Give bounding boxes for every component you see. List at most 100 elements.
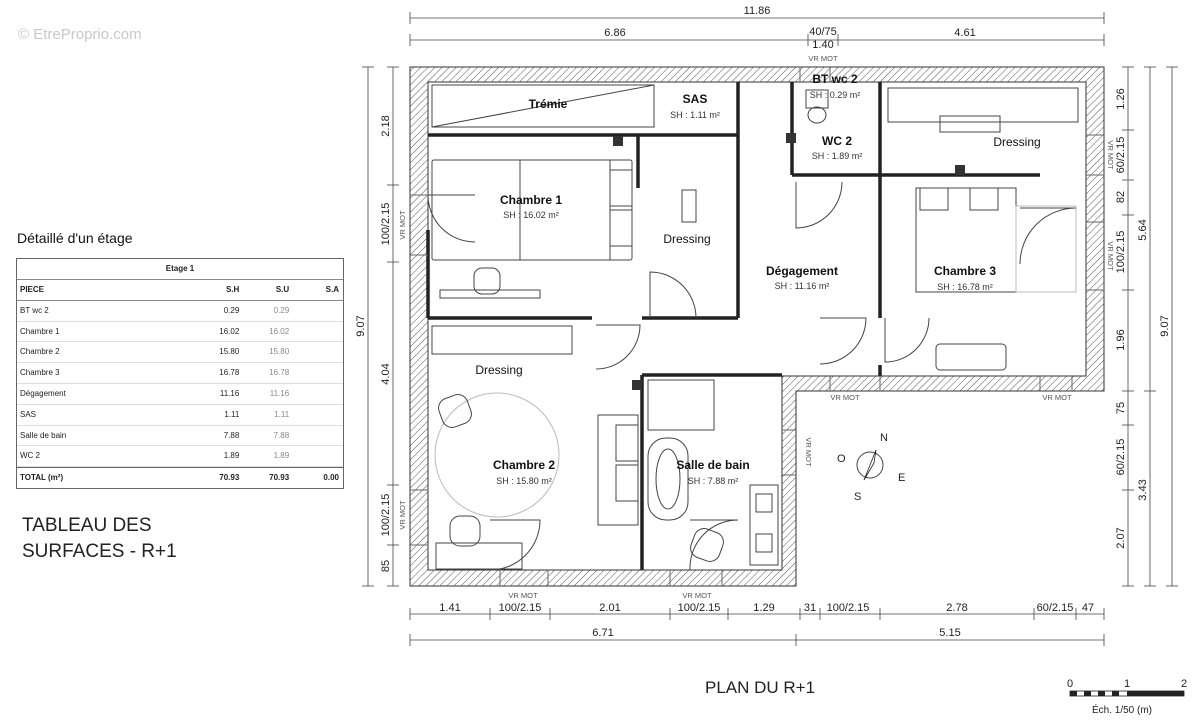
col-header-su: S.U [275, 285, 290, 294]
caption-line-2: SURFACES - R+1 [22, 541, 177, 562]
label-sas: SAS [683, 92, 708, 106]
dim-left-inner: 4.04 [380, 363, 392, 384]
cell-su: 16.78 [269, 368, 290, 378]
cell-piece: Chambre 3 [20, 368, 60, 378]
vr-mot-labels: VR MOT VR MOT VR MOT VR MOT VR MOT VR MO… [398, 54, 1115, 600]
label-dressing-mid: Dressing [663, 232, 710, 246]
dim-bottom-total-right: 5.15 [939, 627, 960, 639]
dim-right-inner: 2.07 [1115, 527, 1127, 548]
dim-bottom: 60/2.15 [1037, 602, 1074, 614]
cell-sh: 7.88 [223, 430, 240, 440]
dim-bottom: 100/2.15 [827, 602, 870, 614]
area-degagement: SH : 11.16 m² [775, 281, 830, 291]
windows [410, 67, 1104, 586]
dim-top-right: 4.61 [954, 27, 975, 39]
label-btwc: BT wc 2 [812, 72, 858, 86]
area-chambre1: SH : 16.02 m² [503, 210, 559, 220]
cell-piece: Dégagement [20, 388, 66, 398]
dim-bottom-total-left: 6.71 [592, 627, 613, 639]
dim-bottom: 2.01 [599, 602, 620, 614]
cell-sh: 16.78 [219, 368, 240, 378]
dim-right-inner: 75 [1115, 402, 1127, 414]
col-header-sh: S.H [225, 285, 240, 294]
table-title: Etage 1 [17, 259, 343, 280]
area-chambre2: SH : 15.80 m² [496, 476, 552, 486]
plan-title: PLAN DU R+1 [705, 678, 816, 697]
area-wc2: SH : 1.89 m² [812, 151, 863, 161]
compass-s: S [854, 491, 861, 503]
dim-bottom: 47 [1082, 602, 1094, 614]
vr-label: VR MOT [1042, 393, 1072, 402]
compass-e: E [898, 472, 905, 484]
area-chambre3: SH : 16.78 m² [937, 282, 993, 292]
label-sdb: Salle de bain [676, 458, 749, 472]
cell-piece: WC 2 [20, 451, 40, 461]
vr-label: VR MOT [1106, 241, 1115, 271]
dim-left-outer: 9.07 [355, 315, 367, 336]
cell-sh: 15.80 [219, 347, 240, 357]
col-header-sa: S.A [325, 285, 339, 294]
interior-walls [426, 82, 1040, 570]
cell-sh: 1.11 [224, 409, 240, 419]
area-sas: SH : 1.11 m² [670, 110, 720, 120]
table-row: Chambre 3 16.78 16.78 [17, 363, 343, 384]
dim-top-mid2: 1.40 [812, 39, 833, 51]
dim-top-mid1: 40/75 [809, 26, 837, 38]
vr-label: VR MOT [682, 591, 712, 600]
dim-right-inner: 60/2.15 [1115, 439, 1127, 476]
scale-tick-1: 1 [1124, 678, 1130, 690]
table-header-row: PIECE S.H S.U S.A [17, 280, 343, 301]
cell-su: 16.02 [269, 326, 290, 336]
caption-line-1: TABLEAU DES [22, 515, 152, 536]
compass: N E S O [837, 432, 905, 503]
watermark: © EtreProprio.com [18, 26, 142, 43]
vr-label: VR MOT [508, 591, 538, 600]
cell-sh: 11.16 [219, 388, 240, 398]
cell-piece: TOTAL (m²) [20, 473, 64, 483]
cell-su: 0.29 [273, 305, 290, 315]
surfaces-caption: TABLEAU DES SURFACES - R+1 [22, 513, 177, 565]
vr-label: VR MOT [804, 437, 813, 467]
cell-su: 7.88 [273, 430, 290, 440]
cell-su: 1.89 [273, 451, 290, 461]
room-labels: Trémie SAS SH : 1.11 m² BT wc 2 SH : 0.2… [475, 72, 1040, 486]
table-heading: Détaillé d'un étage [17, 230, 133, 246]
dim-right-inner: 100/2.15 [1115, 231, 1127, 274]
label-dressing-top: Dressing [993, 135, 1040, 149]
dim-top-total: 11.86 [744, 5, 771, 17]
dim-left-inner: 85 [380, 560, 392, 572]
dim-left-inner: 100/2.15 [380, 494, 392, 537]
vr-label: VR MOT [398, 210, 407, 240]
dim-right-inner: 1.26 [1115, 88, 1127, 109]
compass-o: O [837, 453, 846, 465]
doors [427, 181, 1077, 571]
area-sdb: SH : 7.88 m² [688, 476, 739, 486]
dim-bottom: 100/2.15 [678, 602, 721, 614]
cell-piece: SAS [20, 409, 37, 419]
furniture [431, 84, 1079, 570]
scale-bar: 0 1 2 Éch. 1/50 (m) [1067, 678, 1187, 716]
label-dressing-left: Dressing [475, 363, 522, 377]
dim-right-mid: 5.64 [1137, 219, 1149, 240]
cell-piece: Chambre 1 [20, 326, 60, 336]
cell-sh: 70.93 [219, 473, 240, 483]
posts [613, 133, 965, 390]
area-btwc: SH : 0.29 m² [810, 90, 861, 100]
dim-right-mid: 3.43 [1137, 479, 1149, 500]
col-header-piece: PIECE [20, 285, 45, 294]
dim-bottom: 1.29 [753, 602, 774, 614]
label-wc2: WC 2 [822, 134, 852, 148]
cell-sh: 0.29 [223, 305, 240, 315]
cell-su: 1.11 [274, 409, 290, 419]
cell-su: 70.93 [269, 473, 290, 483]
label-degagement: Dégagement [766, 264, 838, 278]
compass-n: N [880, 432, 888, 444]
label-chambre1: Chambre 1 [500, 193, 562, 207]
